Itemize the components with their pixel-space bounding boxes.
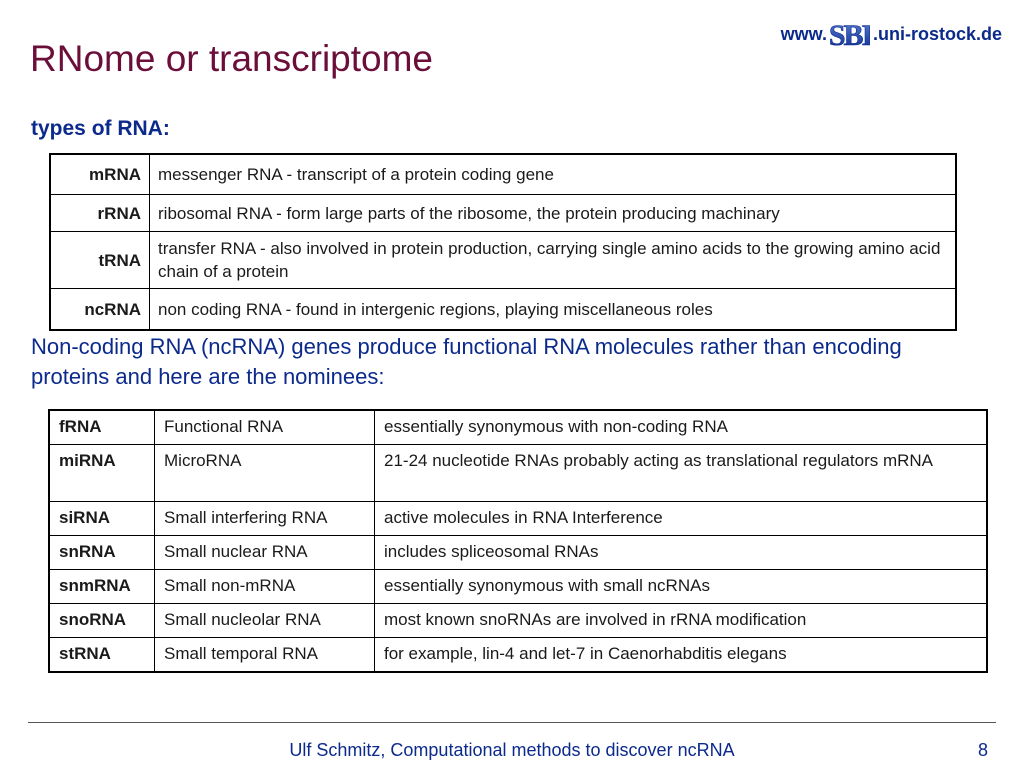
ncrna-abbr: snmRNA bbox=[48, 569, 155, 604]
sbi-logo-icon: SBI bbox=[830, 16, 870, 52]
table-row: mRNA messenger RNA - transcript of a pro… bbox=[49, 153, 957, 195]
ncrna-abbr: miRNA bbox=[48, 444, 155, 502]
ncrna-abbr: snoRNA bbox=[48, 603, 155, 638]
rna-abbr: ncRNA bbox=[49, 288, 150, 331]
table-row: snRNA Small nuclear RNA includes spliceo… bbox=[48, 535, 988, 570]
rna-types-heading: types of RNA: bbox=[31, 117, 170, 140]
ncrna-intro-paragraph: Non-coding RNA (ncRNA) genes produce fun… bbox=[31, 334, 902, 389]
brand-url[interactable]: www. SBI .uni-rostock.de bbox=[781, 14, 1002, 54]
brand-suffix: .uni-rostock.de bbox=[872, 23, 1002, 44]
table-row: snmRNA Small non-mRNA essentially synony… bbox=[48, 569, 988, 604]
page-number: 8 bbox=[977, 740, 988, 760]
table-row: ncRNA non coding RNA - found in intergen… bbox=[49, 288, 957, 331]
ncrna-abbr: snRNA bbox=[48, 535, 155, 570]
rna-abbr: rRNA bbox=[49, 194, 150, 232]
table-row: tRNA transfer RNA - also involved in pro… bbox=[49, 231, 957, 289]
ncrna-abbr: stRNA bbox=[48, 637, 155, 673]
rna-types-table: mRNA messenger RNA - transcript of a pro… bbox=[49, 153, 957, 331]
ncrna-description: includes spliceosomal RNAs bbox=[374, 535, 988, 570]
footer-text: Ulf Schmitz, Computational methods to di… bbox=[289, 740, 735, 760]
table-row: snoRNA Small nucleolar RNA most known sn… bbox=[48, 603, 988, 638]
rna-abbr: mRNA bbox=[49, 153, 150, 195]
ncrna-name: Small non-mRNA bbox=[154, 569, 375, 604]
ncrna-name: Small interfering RNA bbox=[154, 501, 375, 536]
ncrna-name: MicroRNA bbox=[154, 444, 375, 502]
table-row: siRNA Small interfering RNA active molec… bbox=[48, 501, 988, 536]
rna-description: ribosomal RNA - form large parts of the … bbox=[149, 194, 957, 232]
ncrna-name: Small temporal RNA bbox=[154, 637, 375, 673]
ncrna-name: Small nuclear RNA bbox=[154, 535, 375, 570]
ncrna-abbr: fRNA bbox=[48, 409, 155, 445]
ncrna-name: Functional RNA bbox=[154, 409, 375, 445]
rna-description: transfer RNA - also involved in protein … bbox=[149, 231, 957, 289]
ncrna-description: 21-24 nucleotide RNAs probably acting as… bbox=[374, 444, 988, 502]
ncrna-description: essentially synonymous with non-coding R… bbox=[374, 409, 988, 445]
slide-title: RNome or transcriptome bbox=[30, 38, 434, 79]
footer-divider bbox=[28, 722, 996, 723]
ncrna-description: essentially synonymous with small ncRNAs bbox=[374, 569, 988, 604]
ncrna-name: Small nucleolar RNA bbox=[154, 603, 375, 638]
table-row: miRNA MicroRNA 21-24 nucleotide RNAs pro… bbox=[48, 444, 988, 502]
svg-text:SBI: SBI bbox=[830, 19, 870, 52]
ncrna-description: for example, lin-4 and let-7 in Caenorha… bbox=[374, 637, 988, 673]
rna-abbr: tRNA bbox=[49, 231, 150, 289]
rna-description: messenger RNA - transcript of a protein … bbox=[149, 153, 957, 195]
table-row: rRNA ribosomal RNA - form large parts of… bbox=[49, 194, 957, 232]
ncrna-description: most known snoRNAs are involved in rRNA … bbox=[374, 603, 988, 638]
ncrna-abbr: siRNA bbox=[48, 501, 155, 536]
ncrna-description: active molecules in RNA Interference bbox=[374, 501, 988, 536]
table-row: stRNA Small temporal RNA for example, li… bbox=[48, 637, 988, 673]
rna-description: non coding RNA - found in intergenic reg… bbox=[149, 288, 957, 331]
table-row: fRNA Functional RNA essentially synonymo… bbox=[48, 409, 988, 445]
ncrna-types-table: fRNA Functional RNA essentially synonymo… bbox=[48, 409, 988, 673]
brand-prefix: www. bbox=[780, 23, 827, 44]
